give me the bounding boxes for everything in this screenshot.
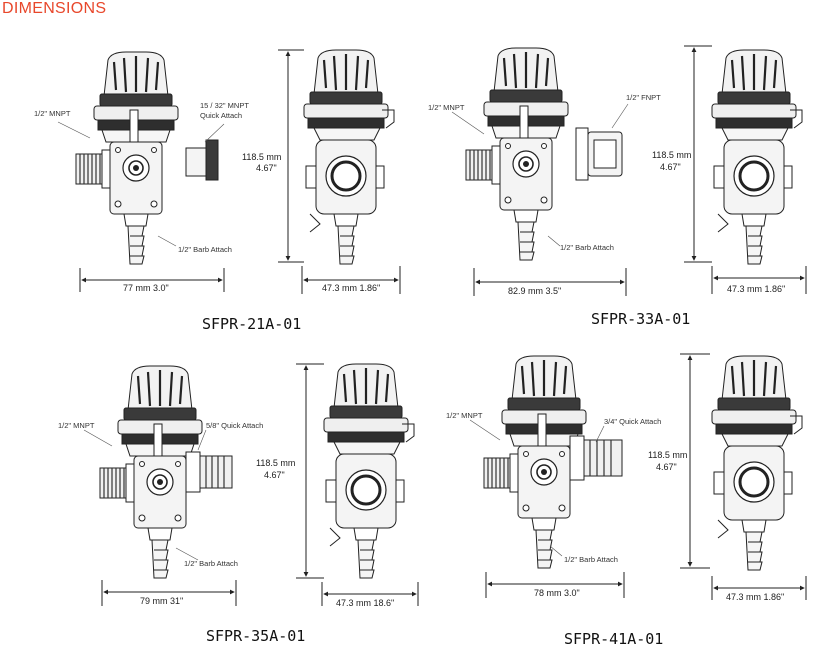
depth-dimension: 47.3 mm 1.86" bbox=[322, 283, 380, 293]
valve-front-view-icon bbox=[464, 46, 570, 262]
barb-label: 1/2" Barb Attach bbox=[184, 559, 238, 568]
model-name: SFPR-35A-01 bbox=[206, 627, 305, 645]
panel-sfpr-21a-01: 1/2" MNPT 15 / 32" MNPT Quick Attach 1/2… bbox=[34, 48, 401, 333]
quick-attach-outlet-icon bbox=[569, 435, 623, 481]
width-dimension: 82.9 mm 3.5" bbox=[508, 286, 561, 296]
quick-attach-outlet-icon bbox=[185, 451, 233, 493]
width-dimension: 77 mm 3.0" bbox=[123, 283, 169, 293]
width-dimension: 79 mm 31" bbox=[140, 596, 183, 606]
panel-sfpr-33a-01: 1/2" MNPT 1/2" FNPT 1/2" Barb Attach 82.… bbox=[428, 45, 807, 328]
depth-dimension: 47.3 mm 1.86" bbox=[726, 592, 784, 602]
quick-attach-outlet-icon bbox=[185, 139, 219, 181]
panel-sfpr-41a-01: 1/2" MNPT 3/4" Quick Attach 1/2" Barb At… bbox=[446, 353, 807, 648]
depth-dimension: 47.3 mm 1.86" bbox=[727, 284, 785, 294]
outlet-label: 15 / 32" MNPT bbox=[200, 101, 249, 110]
height-dimension: 118.5 mm bbox=[648, 450, 687, 460]
inlet-label: 1/2" MNPT bbox=[428, 103, 465, 112]
height-dimension: 118.5 mm bbox=[242, 152, 281, 162]
valve-side-view-icon bbox=[302, 48, 396, 266]
valve-side-view-icon bbox=[322, 362, 416, 580]
inlet-label: 1/2" MNPT bbox=[446, 411, 483, 420]
height-dimension-inches: 4.67" bbox=[660, 162, 681, 172]
height-dimension: 118.5 mm bbox=[652, 150, 691, 160]
barb-label: 1/2" Barb Attach bbox=[560, 243, 614, 252]
inlet-label: 1/2" MNPT bbox=[34, 109, 71, 118]
fnpt-outlet-icon bbox=[575, 127, 623, 181]
outlet-label: 1/2" FNPT bbox=[626, 93, 661, 102]
height-dimension: 118.5 mm bbox=[256, 458, 295, 468]
height-dimension-inches: 4.67" bbox=[264, 470, 285, 480]
page-title: DIMENSIONS bbox=[2, 0, 107, 17]
valve-side-view-icon bbox=[710, 48, 804, 266]
valve-front-view-icon bbox=[74, 50, 180, 266]
model-name: SFPR-41A-01 bbox=[564, 630, 663, 648]
panel-sfpr-35a-01: 1/2" MNPT 5/8" Quick Attach 1/2" Barb At… bbox=[58, 362, 419, 645]
height-dimension-inches: 4.67" bbox=[656, 462, 677, 472]
inlet-label: 1/2" MNPT bbox=[58, 421, 95, 430]
width-dimension: 78 mm 3.0" bbox=[534, 588, 580, 598]
model-name: SFPR-21A-01 bbox=[202, 315, 301, 333]
outlet-label: 3/4" Quick Attach bbox=[604, 417, 661, 426]
model-name: SFPR-33A-01 bbox=[591, 310, 690, 328]
height-dimension-inches: 4.67" bbox=[256, 163, 277, 173]
valve-side-view-icon bbox=[710, 354, 804, 572]
depth-dimension: 47.3 mm 18.6" bbox=[336, 598, 394, 608]
outlet-label: 5/8" Quick Attach bbox=[206, 421, 263, 430]
barb-label: 1/2" Barb Attach bbox=[564, 555, 618, 564]
outlet-label-2: Quick Attach bbox=[200, 111, 242, 120]
barb-label: 1/2" Barb Attach bbox=[178, 245, 232, 254]
